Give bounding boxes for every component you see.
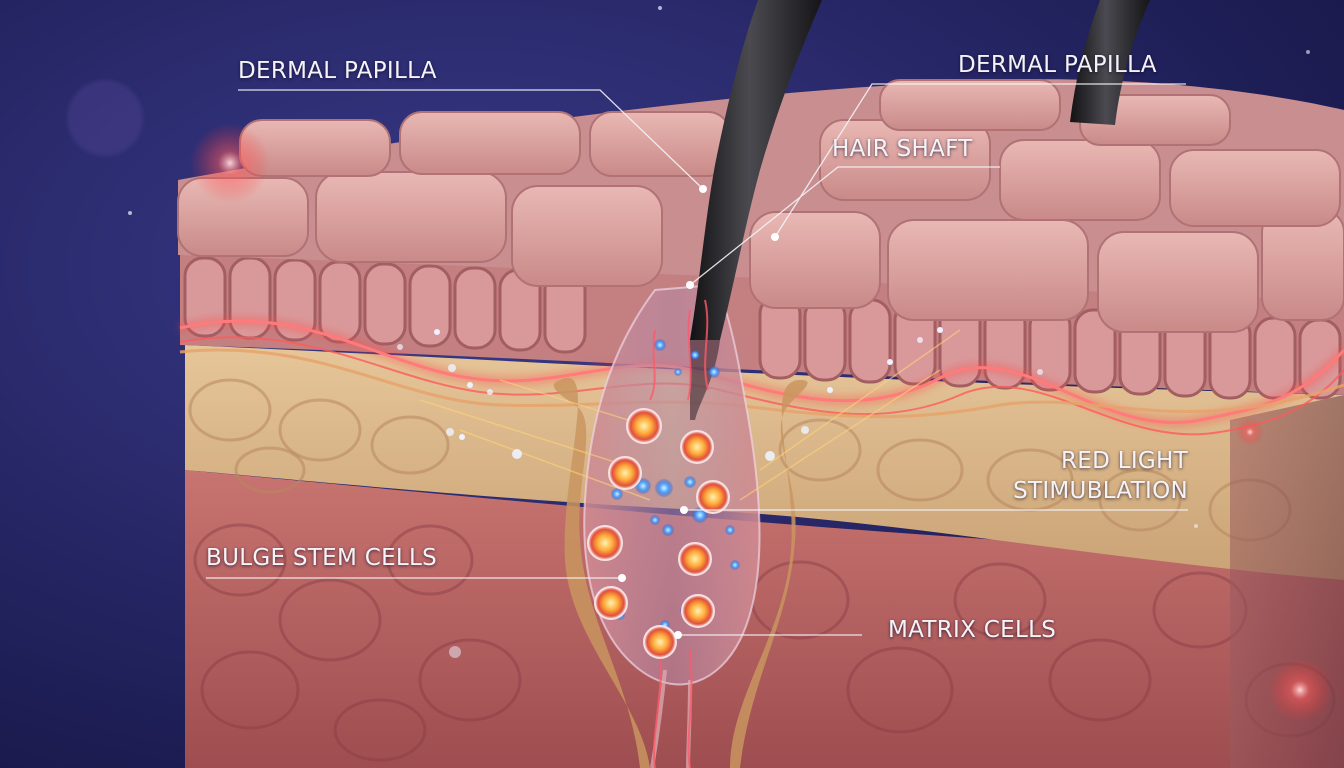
follicle-sheath <box>553 377 808 768</box>
label-bulge-stem-cells: BULGE STEM CELLS <box>206 545 438 571</box>
glowing-cell <box>681 594 715 628</box>
glowing-cells <box>587 408 730 659</box>
label-dermal-papilla-left: DERMAL PAPILLA <box>238 58 437 84</box>
glowing-cell <box>626 408 662 444</box>
callout-lines <box>206 83 1188 636</box>
label-dermal-papilla-right: DERMAL PAPILLA <box>958 52 1157 78</box>
glowing-cell <box>608 456 642 490</box>
glowing-cell <box>678 542 712 576</box>
leader-dermal-papilla-left <box>238 89 704 190</box>
glowing-cell <box>587 525 623 561</box>
stratum-corneum-cells <box>177 79 1344 333</box>
red-light-waves <box>0 123 1344 722</box>
light-rays <box>419 329 961 501</box>
hair-shaft <box>690 0 822 340</box>
leader-dermal-papilla-right <box>774 83 1186 238</box>
label-hair-shaft: HAIR SHAFT <box>832 136 973 162</box>
label-matrix-cells: MATRIX CELLS <box>888 617 1057 643</box>
lower-dermis-cells <box>193 523 1336 762</box>
glowing-cell <box>680 430 714 464</box>
label-red-light-line1: RED LIGHT <box>1061 448 1188 474</box>
callout-dots <box>618 185 779 639</box>
label-red-light-line2: STIMUBLATION <box>1013 478 1188 504</box>
glowing-cell <box>594 586 628 620</box>
leader-hair-shaft <box>689 166 1000 286</box>
hair-shaft-inner <box>690 340 720 420</box>
glowing-cell <box>643 625 677 659</box>
label-red-light-stimulation: RED LIGHT STIMUBLATION <box>1000 446 1188 506</box>
sparkle-particles <box>128 6 1310 658</box>
glowing-cell <box>696 480 730 514</box>
bokeh-orb <box>67 80 143 156</box>
hair-shaft-background <box>1070 0 1150 125</box>
epidermis-cells <box>183 256 1342 400</box>
